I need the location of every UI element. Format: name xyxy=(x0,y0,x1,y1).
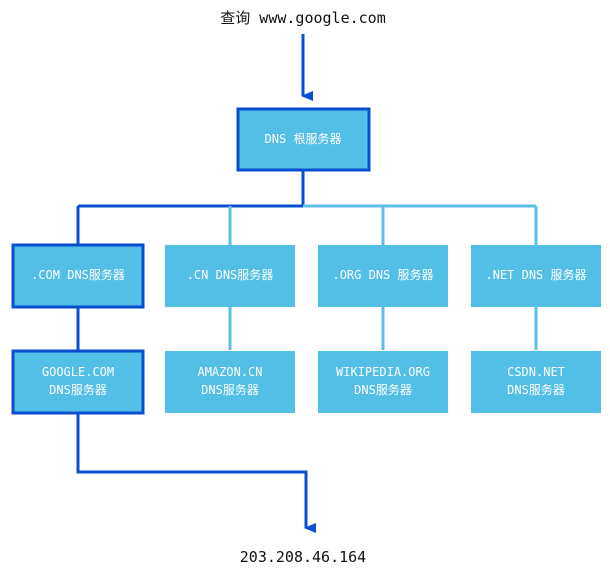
root-server-node: DNS 根服务器 xyxy=(236,107,371,172)
authoritative-server-node-google: GOOGLE.COM DNS服务器 xyxy=(11,349,145,415)
tld-server-node-cn: .CN DNS服务器 xyxy=(165,245,295,307)
query-label: 查询 www.google.com xyxy=(220,9,385,27)
authoritative-server-node-wikipedia: WIKIPEDIA.ORG DNS服务器 xyxy=(318,351,448,413)
tld-connectors xyxy=(76,170,538,245)
tld-server-box xyxy=(318,245,448,307)
authoritative-server-box xyxy=(11,349,145,415)
authoritative-server-box xyxy=(471,351,601,413)
authoritative-server-label-line2: DNS服务器 xyxy=(354,382,412,397)
tld-server-node-net: .NET DNS 服务器 xyxy=(471,245,601,307)
authoritative-connectors xyxy=(76,307,538,350)
authoritative-server-label-line1: AMAZON.CN xyxy=(197,365,262,379)
tld-server-label: .ORG DNS 服务器 xyxy=(332,267,433,282)
authoritative-server-node-csdn: CSDN.NET DNS服务器 xyxy=(471,351,601,413)
authoritative-server-label-line2: DNS服务器 xyxy=(49,382,107,397)
authoritative-server-box xyxy=(165,351,295,413)
result-path xyxy=(76,413,316,533)
tld-server-label: .CN DNS服务器 xyxy=(187,267,274,282)
authoritative-server-label-line1: CSDN.NET xyxy=(507,365,565,379)
authoritative-server-label-line1: WIKIPEDIA.ORG xyxy=(336,365,430,379)
authoritative-server-label-line2: DNS服务器 xyxy=(201,382,259,397)
authoritative-server-label-line2: DNS服务器 xyxy=(507,382,565,397)
tld-server-node-com: .COM DNS服务器 xyxy=(11,243,145,309)
result-ip-label: 203.208.46.164 xyxy=(240,548,366,566)
authoritative-server-node-amazon: AMAZON.CN DNS服务器 xyxy=(165,351,295,413)
tld-server-box xyxy=(471,245,601,307)
root-server-label: DNS 根服务器 xyxy=(265,131,342,146)
authoritative-server-label-line1: GOOGLE.COM xyxy=(42,365,114,379)
tld-server-node-org: .ORG DNS 服务器 xyxy=(318,245,448,307)
tld-server-label: .COM DNS服务器 xyxy=(31,267,125,282)
tld-server-box xyxy=(165,245,295,307)
authoritative-server-box xyxy=(318,351,448,413)
tld-server-label: .NET DNS 服务器 xyxy=(485,267,586,282)
